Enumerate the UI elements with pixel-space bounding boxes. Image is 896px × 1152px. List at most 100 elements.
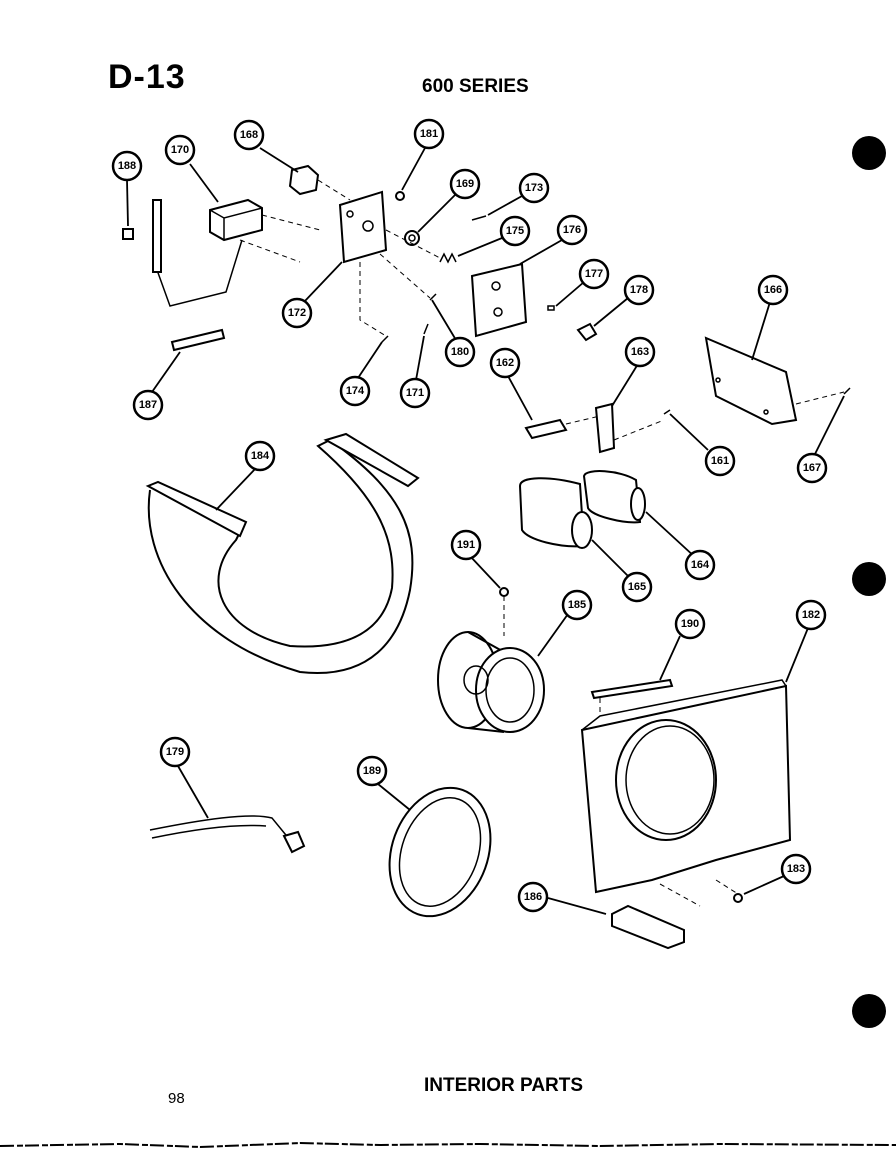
part-163-bracket bbox=[594, 363, 665, 454]
callout-185: 185 bbox=[561, 589, 593, 621]
svg-text:171: 171 bbox=[406, 387, 424, 399]
svg-text:179: 179 bbox=[166, 746, 184, 758]
part-170-thermostat bbox=[152, 163, 321, 307]
svg-text:172: 172 bbox=[288, 307, 306, 319]
callout-163: 163 bbox=[624, 336, 656, 368]
binder-hole-top bbox=[852, 136, 886, 170]
part-180-screw bbox=[379, 253, 457, 341]
part-179-wire-harness bbox=[149, 765, 306, 854]
callout-176: 176 bbox=[556, 214, 588, 246]
callout-161: 161 bbox=[704, 445, 736, 477]
callout-165: 165 bbox=[621, 571, 653, 603]
svg-text:170: 170 bbox=[171, 144, 189, 156]
svg-text:176: 176 bbox=[563, 224, 581, 236]
svg-text:181: 181 bbox=[420, 128, 438, 140]
callout-182: 182 bbox=[795, 599, 827, 631]
svg-text:191: 191 bbox=[457, 539, 475, 551]
callout-166: 166 bbox=[757, 274, 789, 306]
part-169-knob bbox=[404, 194, 456, 246]
part-167-screw bbox=[813, 387, 851, 457]
part-161-screw bbox=[663, 409, 709, 451]
svg-text:177: 177 bbox=[585, 268, 603, 280]
part-188-clip bbox=[122, 179, 134, 240]
part-184-scroll-housing bbox=[145, 432, 420, 674]
part-166-cover bbox=[704, 301, 845, 426]
callout-162: 162 bbox=[489, 347, 521, 379]
svg-text:182: 182 bbox=[802, 609, 820, 621]
page-caption: INTERIOR PARTS bbox=[424, 1075, 584, 1096]
series-title: 600 SERIES bbox=[422, 76, 529, 97]
callout-187: 187 bbox=[132, 389, 164, 421]
part-175-spring bbox=[385, 229, 503, 264]
callout-173: 173 bbox=[518, 172, 550, 204]
callout-169: 169 bbox=[449, 168, 481, 200]
callout-189: 189 bbox=[356, 755, 388, 787]
callout-179: 179 bbox=[159, 736, 191, 768]
callout-171: 171 bbox=[399, 377, 431, 409]
svg-text:188: 188 bbox=[118, 160, 136, 172]
callout-186: 186 bbox=[517, 881, 549, 913]
part-187-tube bbox=[151, 328, 226, 393]
part-control-bracket bbox=[303, 190, 388, 303]
part-189-ring bbox=[377, 783, 492, 918]
svg-text:186: 186 bbox=[524, 891, 542, 903]
callout-175: 175 bbox=[499, 215, 531, 247]
svg-text:187: 187 bbox=[139, 399, 157, 411]
svg-text:180: 180 bbox=[451, 346, 469, 358]
svg-text:173: 173 bbox=[525, 182, 543, 194]
part-178-clip bbox=[576, 297, 629, 342]
svg-text:184: 184 bbox=[251, 450, 270, 462]
svg-text:168: 168 bbox=[240, 129, 258, 141]
callout-190: 190 bbox=[674, 608, 706, 640]
svg-text:178: 178 bbox=[630, 284, 648, 296]
part-182-orifice-panel bbox=[580, 627, 809, 894]
callout-170: 170 bbox=[164, 134, 196, 166]
part-177-screw bbox=[547, 281, 585, 311]
part-176-mounting-plate bbox=[470, 239, 563, 338]
part-168-relay bbox=[259, 147, 351, 201]
page-number: 98 bbox=[168, 1090, 185, 1107]
callout-174: 174 bbox=[339, 375, 371, 407]
part-191-nut bbox=[469, 555, 509, 636]
part-185-blower-wheel bbox=[437, 613, 569, 733]
svg-text:166: 166 bbox=[764, 284, 782, 296]
svg-text:161: 161 bbox=[711, 455, 729, 467]
page-code: D-13 bbox=[108, 58, 186, 96]
part-174-screw bbox=[357, 262, 389, 379]
part-186-block bbox=[547, 883, 701, 950]
callout-177: 177 bbox=[578, 258, 610, 290]
svg-text:163: 163 bbox=[631, 346, 649, 358]
callout-188: 188 bbox=[111, 150, 143, 182]
binder-hole-middle bbox=[852, 562, 886, 596]
svg-text:164: 164 bbox=[691, 559, 710, 571]
callout-178: 178 bbox=[623, 274, 655, 306]
part-162-bracket bbox=[507, 375, 601, 440]
part-164-capacitor bbox=[582, 470, 697, 559]
callout-181: 181 bbox=[413, 118, 445, 150]
callout-180: 180 bbox=[444, 336, 476, 368]
part-165-capacitor bbox=[518, 477, 633, 581]
svg-text:169: 169 bbox=[456, 178, 474, 190]
svg-text:165: 165 bbox=[628, 581, 646, 593]
svg-text:162: 162 bbox=[496, 357, 514, 369]
svg-text:185: 185 bbox=[568, 599, 586, 611]
callout-164: 164 bbox=[684, 549, 716, 581]
part-183-screw bbox=[715, 875, 785, 903]
callout-184: 184 bbox=[244, 440, 276, 472]
svg-text:183: 183 bbox=[787, 863, 805, 875]
part-173-screw bbox=[471, 195, 523, 221]
svg-text:190: 190 bbox=[681, 618, 699, 630]
svg-text:175: 175 bbox=[506, 225, 524, 237]
callout-167: 167 bbox=[796, 452, 828, 484]
svg-text:174: 174 bbox=[346, 385, 365, 397]
callout-168: 168 bbox=[233, 119, 265, 151]
scan-edge-artifact bbox=[0, 1141, 896, 1149]
svg-text:189: 189 bbox=[363, 765, 381, 777]
binder-hole-bottom bbox=[852, 994, 886, 1028]
callout-191: 191 bbox=[450, 529, 482, 561]
svg-text:167: 167 bbox=[803, 462, 821, 474]
callout-183: 183 bbox=[780, 853, 812, 885]
part-190-strip bbox=[590, 635, 681, 700]
callout-172: 172 bbox=[281, 297, 313, 329]
